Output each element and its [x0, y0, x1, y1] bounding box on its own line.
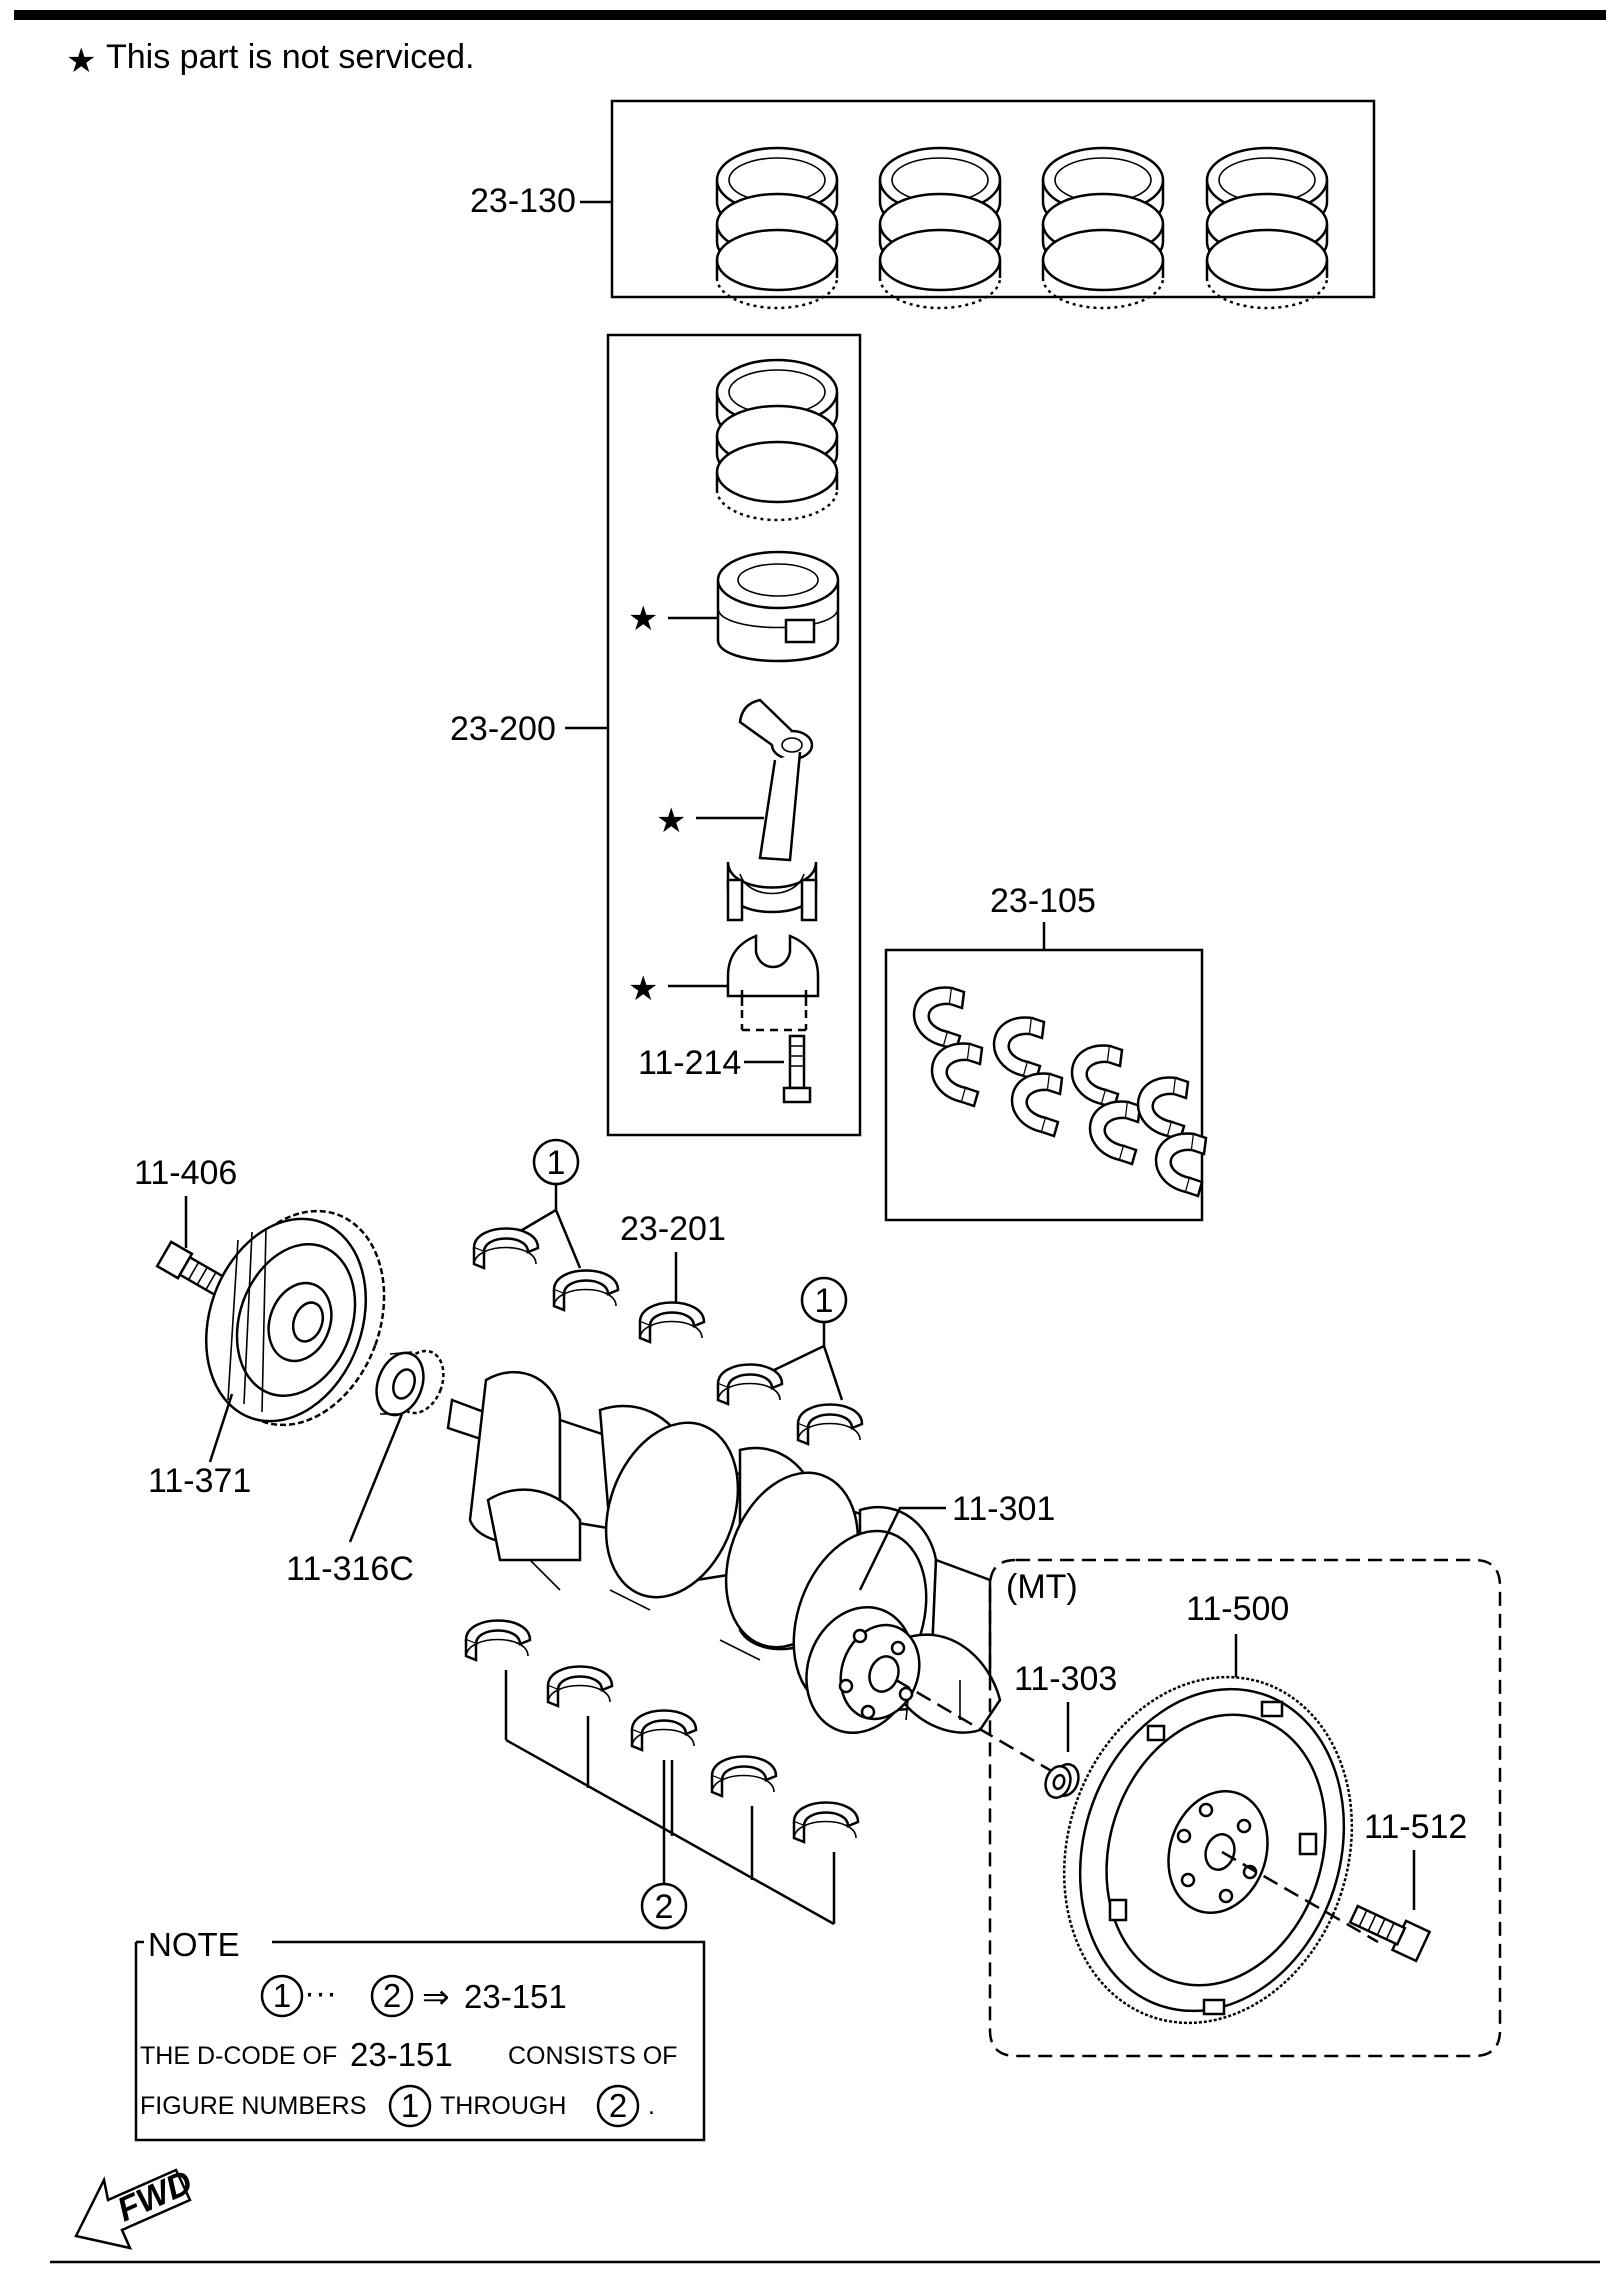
note-line3-end: . — [648, 2092, 655, 2120]
leader-line — [208, 1393, 234, 1463]
rod-bearing-3-upper — [1070, 1044, 1124, 1110]
rod-bearing-3-lower — [1088, 1100, 1142, 1166]
crankshaft-pulley — [204, 1209, 386, 1427]
mt-label: (MT) — [1006, 1568, 1078, 1606]
crankshaft-label: 11-301 — [952, 1490, 1055, 1528]
figure-ref-number: 1 — [815, 1282, 834, 1320]
leader-line — [348, 1413, 404, 1543]
figure-ref-number: 2 — [655, 1888, 674, 1926]
rod-bolt — [782, 1034, 812, 1104]
note-ref-2-b — [596, 2084, 640, 2128]
piston-assembly-group: 23-200 ★ ★ ★ — [450, 333, 862, 1137]
main-bearing-lower-5 — [792, 1801, 860, 1844]
main-bearing-lower-4 — [710, 1755, 778, 1798]
note-box: NOTE 1 ··· 2 ⇒ 23-151 THE D-CODE OF 23-1… — [134, 1926, 706, 2142]
piston-rings — [715, 358, 839, 522]
main-thrust-bearing — [638, 1301, 706, 1344]
piston-assembly-box — [606, 333, 862, 1137]
note-line2-b: CONSISTS OF — [508, 2042, 677, 2070]
note-ref-1-b — [388, 2084, 432, 2128]
connecting-rod — [726, 698, 818, 922]
flywheel — [1062, 1675, 1354, 2025]
piston-ring-set-3 — [1041, 146, 1165, 310]
rod-bearing-1-upper — [912, 986, 966, 1052]
rod-bearing-4-upper — [1136, 1076, 1190, 1142]
note-line2-code: 23-151 — [350, 2036, 453, 2073]
rod-bolt-label: 11-214 — [638, 1044, 741, 1082]
piston-ring-set-1 — [715, 146, 839, 310]
note-ref-1-b-number: 1 — [401, 2087, 419, 2124]
crankshaft-sprocket — [375, 1349, 445, 1417]
piston-assembly-label: 23-200 — [450, 710, 556, 748]
rod-cap — [726, 934, 820, 1006]
main-bearing-upper-3 — [716, 1363, 784, 1406]
note-line3-b: THROUGH — [440, 2092, 566, 2120]
note-range-dots: ··· — [304, 1974, 337, 2011]
note-ref-code: 23-151 — [464, 1978, 567, 2015]
note-ref-2-b-number: 2 — [609, 2087, 627, 2124]
star-icon: ★ — [656, 802, 686, 840]
centerline — [1221, 1850, 1379, 1944]
figure-ref-2-lower: 2 — [640, 1760, 688, 1930]
rod-bearing-2-upper — [992, 1016, 1046, 1082]
piston-ring-set-4 — [1205, 146, 1329, 310]
flywheel-bolt-label: 11-512 — [1364, 1808, 1467, 1846]
note-ref-2 — [370, 1974, 414, 2018]
rod-bearing-1-lower — [930, 1042, 984, 1108]
figure-ref-1-right: 1 — [769, 1276, 848, 1401]
crankshaft — [446, 1370, 1002, 1734]
ring-set-group: 23-130 — [470, 99, 1376, 310]
piston-ring-set-2 — [878, 146, 1002, 310]
pilot-bearing-label: 11-303 — [1014, 1660, 1117, 1698]
note-ref-1-number: 1 — [273, 1977, 291, 2014]
star-icon: ★ — [628, 600, 658, 638]
top-rule — [14, 10, 1606, 20]
pulley-bolt-label: 11-406 — [134, 1154, 237, 1192]
main-bearing-lower-3 — [630, 1709, 698, 1752]
note-arrow: ⇒ — [422, 1978, 450, 2015]
figure-ref-1-upper: 1 — [511, 1138, 582, 1269]
main-bearing-label: 23-201 — [620, 1210, 726, 1248]
pulley-label: 11-371 — [148, 1462, 251, 1500]
main-bearing-lower-1 — [464, 1619, 532, 1662]
note-ref-2-number: 2 — [383, 1977, 401, 2014]
ring-set-label: 23-130 — [470, 182, 576, 220]
main-bearing-lower-2 — [546, 1665, 614, 1708]
note-line2-a: THE D-CODE OF — [140, 2042, 337, 2070]
figure-ref-number: 1 — [547, 1144, 566, 1182]
fwd-label: FWD — [112, 2163, 198, 2229]
fwd-arrow-icon: FWD — [74, 2163, 198, 2250]
star-icon: ★ — [628, 970, 658, 1008]
bracket-line — [504, 1670, 836, 1926]
note-ref-1 — [260, 1974, 304, 2018]
centerline — [895, 1678, 1061, 1778]
note-line3-a: FIGURE NUMBERS — [140, 2092, 366, 2120]
not-serviced-note: This part is not serviced. — [106, 38, 474, 76]
ring-set-box — [610, 99, 1376, 299]
flywheel-bolt — [1348, 1904, 1432, 1963]
star-icon: ★ — [66, 42, 96, 80]
bearing-set-label: 23-105 — [990, 882, 1096, 920]
mt-box: (MT) — [988, 1558, 1502, 2058]
piston — [716, 550, 840, 663]
rod-bearing-4-lower — [1154, 1132, 1208, 1198]
pilot-bearing — [1044, 1763, 1080, 1799]
flywheel-label: 11-500 — [1186, 1590, 1289, 1628]
main-bearing-upper-4 — [796, 1403, 864, 1446]
main-bearing-upper-2 — [552, 1269, 620, 1312]
bearing-set-group: 23-105 — [884, 882, 1208, 1222]
main-bearing-upper-1 — [472, 1227, 540, 1270]
leader-line — [858, 1506, 946, 1591]
note-title: NOTE — [148, 1926, 240, 1963]
sprocket-label: 11-316C — [286, 1550, 414, 1588]
rod-bearing-2-lower — [1010, 1072, 1064, 1138]
